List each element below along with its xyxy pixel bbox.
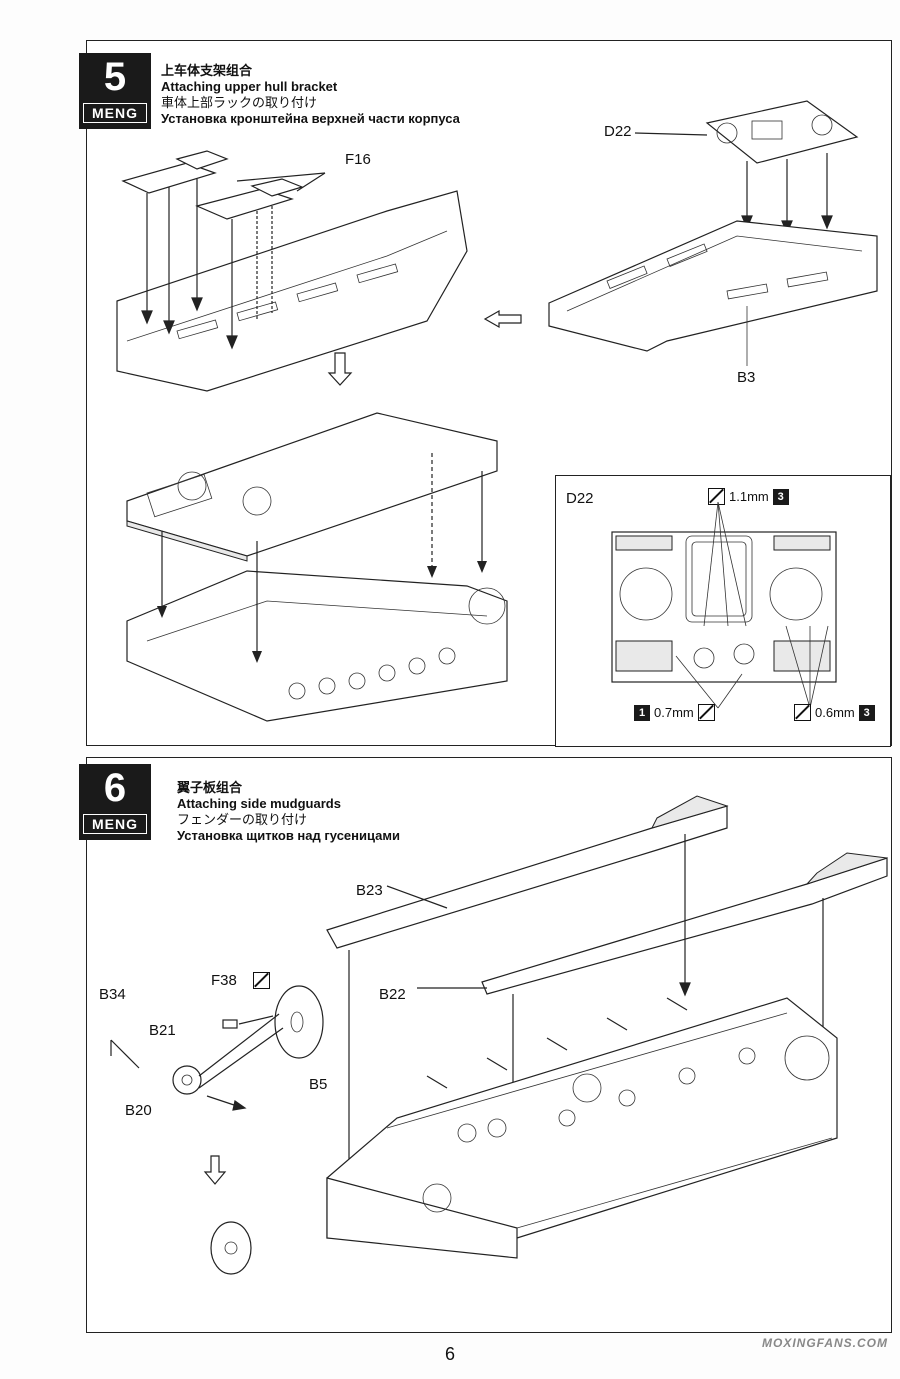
b23-mudguard bbox=[326, 795, 729, 949]
drill-icon bbox=[794, 704, 811, 721]
brand-logo: MENG bbox=[83, 103, 147, 123]
step-6-titles: 翼子板组合 Attaching side mudguards フェンダーの取り付… bbox=[177, 780, 400, 844]
d22-detail-diagram bbox=[611, 501, 837, 709]
hole-count: 1 bbox=[634, 704, 650, 721]
f16-parts bbox=[121, 150, 304, 220]
step-6-badge: 6 MENG bbox=[79, 764, 151, 840]
d22-detail-panel: D22 1.1mm 3 1 bbox=[555, 475, 891, 747]
title-ru: Установка кронштейна верхней части корпу… bbox=[161, 111, 460, 126]
drill-size: 1.1mm bbox=[729, 489, 769, 504]
hole-count: 3 bbox=[772, 488, 789, 505]
label-f16: F16 bbox=[345, 151, 371, 168]
step-5-titles: 上车体支架组合 Attaching upper hull bracket 車体上… bbox=[161, 63, 460, 127]
suspension-arms bbox=[426, 997, 830, 1127]
assembled-hull bbox=[126, 412, 508, 722]
title-zh: 翼子板组合 bbox=[177, 780, 243, 795]
remove-icon bbox=[253, 972, 270, 989]
b3-plate bbox=[548, 220, 878, 366]
title-ru: Установка щитков над гусеницами bbox=[177, 828, 400, 843]
b5-disc bbox=[274, 985, 324, 1059]
transfer-arrow-down bbox=[327, 352, 353, 386]
page-number: 6 bbox=[444, 1344, 455, 1364]
title-ja: フェンダーの取り付け bbox=[177, 812, 308, 827]
drill-size: 0.6mm bbox=[815, 705, 855, 720]
hull-top-plate-left bbox=[116, 190, 468, 392]
label-b22: B22 bbox=[379, 986, 406, 1003]
drill-callout-left: 1 0.7mm bbox=[634, 704, 715, 721]
f16-arrows bbox=[141, 172, 326, 350]
drill-callout-top: 1.1mm 3 bbox=[708, 488, 789, 505]
f38-part bbox=[222, 1019, 238, 1029]
title-en: Attaching upper hull bracket bbox=[161, 79, 338, 94]
hub-assembly-arrows bbox=[198, 1013, 284, 1111]
label-b5: B5 bbox=[309, 1076, 328, 1093]
brand-logo: MENG bbox=[83, 814, 147, 834]
label-b34: B34 bbox=[99, 986, 126, 1003]
b21-b20-hub bbox=[172, 1065, 202, 1095]
label-b20: B20 bbox=[125, 1102, 152, 1119]
step-5-badge: 5 MENG bbox=[79, 53, 151, 129]
hole-count: 3 bbox=[858, 704, 875, 721]
lower-hull bbox=[326, 997, 838, 1259]
detail-title: D22 bbox=[566, 490, 594, 507]
step-number: 5 bbox=[103, 55, 127, 99]
step-6-panel: 6 MENG 翼子板组合 Attaching side mudguards フェ… bbox=[79, 757, 892, 1333]
title-en: Attaching side mudguards bbox=[177, 796, 341, 811]
label-b3: B3 bbox=[737, 369, 756, 386]
label-d22: D22 bbox=[604, 123, 632, 140]
hub-down-arrow bbox=[203, 1155, 227, 1185]
label-b21: B21 bbox=[149, 1022, 176, 1039]
label-b23: B23 bbox=[356, 882, 383, 899]
step-5-diagram bbox=[116, 100, 878, 722]
drill-callout-right: 0.6mm 3 bbox=[794, 704, 875, 721]
title-zh: 上车体支架组合 bbox=[161, 63, 253, 78]
watermark: MOXINGFANS.COM bbox=[761, 1336, 888, 1350]
step-5-panel: 5 MENG 上车体支架组合 Attaching upper hull brac… bbox=[79, 40, 892, 747]
step-number: 6 bbox=[103, 766, 127, 810]
assembled-hub bbox=[210, 1221, 252, 1275]
drill-size: 0.7mm bbox=[654, 705, 694, 720]
drill-icon bbox=[708, 488, 725, 505]
d22-plate bbox=[705, 100, 859, 164]
title-ja: 車体上部ラックの取り付け bbox=[161, 95, 318, 110]
step-6-diagram bbox=[110, 795, 888, 1275]
drill-icon bbox=[697, 704, 715, 721]
b34-pin bbox=[110, 1039, 140, 1069]
transfer-arrow-left bbox=[483, 309, 522, 329]
label-f38: F38 bbox=[211, 972, 237, 989]
